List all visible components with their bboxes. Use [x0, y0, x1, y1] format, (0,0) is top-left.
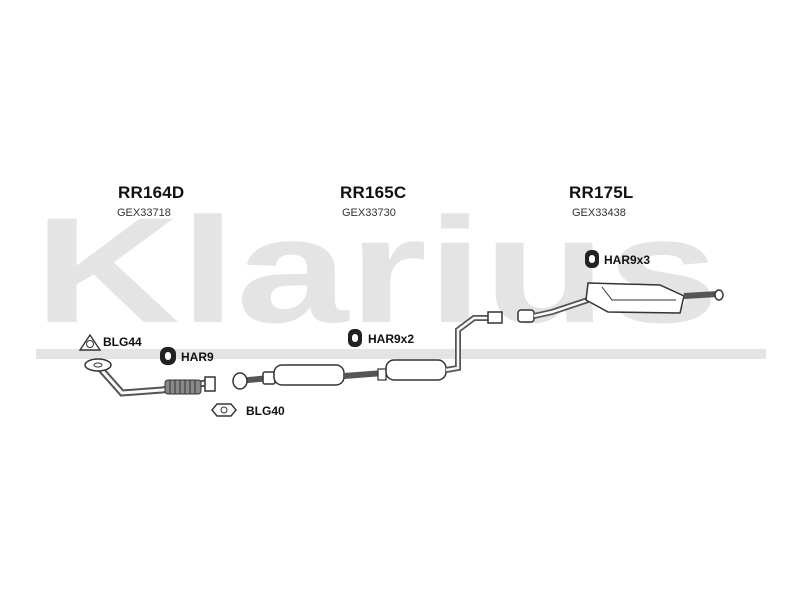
- blg40-gasket-icon: [211, 403, 237, 417]
- part-code-rr165c[interactable]: RR165C: [340, 183, 407, 202]
- front-pipe-end: [204, 376, 216, 392]
- centre-inlet-flange: [232, 372, 248, 390]
- rear-inlet-pipe-end: [517, 309, 535, 323]
- rear-silencer-box: [585, 282, 685, 314]
- centre-silencer-box-2: [385, 359, 447, 381]
- tailpipe-end: [714, 289, 724, 301]
- part-code-rr164d[interactable]: RR164D: [118, 183, 185, 202]
- accessory-label-blg44[interactable]: BLG44: [103, 335, 142, 349]
- centre-outlet-pipe-end: [487, 311, 503, 324]
- centre-silencer-drawing[interactable]: [232, 311, 503, 390]
- har9-hanger-icon: [160, 347, 176, 365]
- accessory-label-har9x3[interactable]: HAR9x3: [604, 253, 651, 267]
- part-ref-gex33438: GEX33438: [572, 207, 626, 219]
- watermark-text: Klarius: [34, 186, 719, 354]
- part-ref-gex33718: GEX33718: [117, 207, 171, 219]
- accessory-label-har9[interactable]: HAR9: [181, 350, 214, 364]
- accessory-label-blg40[interactable]: BLG40: [246, 404, 285, 418]
- accessory-label-har9x2[interactable]: HAR9x2: [368, 332, 415, 346]
- centre-silencer-box-1: [273, 364, 345, 386]
- rear-silencer-drawing[interactable]: [517, 282, 724, 323]
- part-ref-gex33730: GEX33730: [342, 207, 396, 219]
- flex-section: [164, 379, 202, 395]
- har9x2-hanger-icon: [348, 329, 362, 347]
- har9x3-hanger-icon: [585, 250, 599, 268]
- front-pipe-drawing[interactable]: [84, 358, 216, 397]
- part-code-rr175l[interactable]: RR175L: [569, 183, 634, 202]
- watermark-underline: [36, 349, 766, 359]
- blg44-gasket-icon: [78, 333, 102, 351]
